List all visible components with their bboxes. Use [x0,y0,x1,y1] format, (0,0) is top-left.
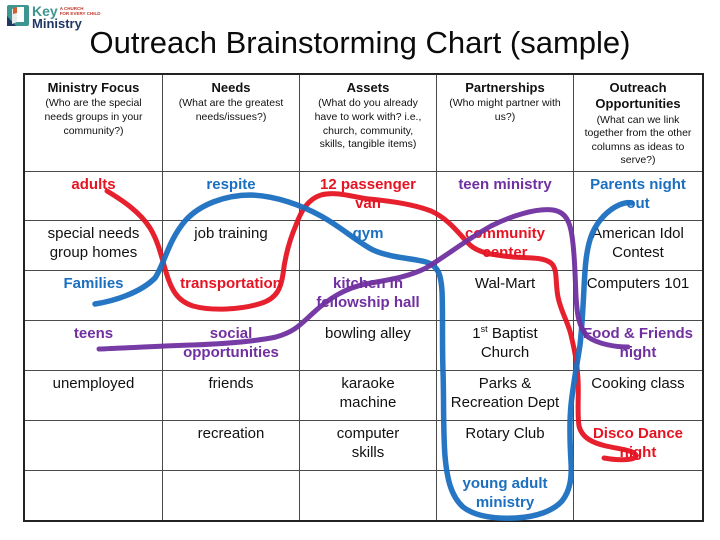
column-subtitle: (What do you already have to work with? … [314,97,422,151]
table-cell: bowling alley [300,321,437,371]
column-title: Outreach Opportunities [595,80,681,112]
table-cell: Wal-Mart [437,271,574,321]
column-title: Ministry Focus [47,80,140,95]
table-cell [25,471,163,520]
table-cell [163,471,300,520]
table-cell: teens [25,321,163,371]
table-cell: Rotary Club [437,421,574,471]
table-cell: kitchen in fellowship hall [300,271,437,321]
table-cell: Food & Friends night [574,321,702,371]
table-cell: American Idol Contest [574,221,702,271]
table-cell: social opportunities [163,321,300,371]
column-header: Partnerships (Who might partner with us?) [437,75,574,172]
table-cell: Cooking class [574,371,702,421]
table-cell: karaoke machine [300,371,437,421]
table-cell: 12 passenger van [300,172,437,221]
table-cell: gym [300,221,437,271]
table-cell: transportation [163,271,300,321]
table-cell: job training [163,221,300,271]
column-header: Assets (What do you already have to work … [300,75,437,172]
table-cell [300,471,437,520]
column-header: Needs (What are the greatest needs/issues… [163,75,300,172]
table-cell: computer skills [300,421,437,471]
column-subtitle: (What are the greatest needs/issues?) [178,97,284,123]
key-ministry-logo-icon [7,5,29,26]
table-cell: teen ministry [437,172,574,221]
table-cell: respite [163,172,300,221]
table-cell [574,471,702,520]
table-cell: friends [163,371,300,421]
brainstorming-table: Ministry Focus (Who are the special needs… [23,73,704,522]
page-title: Outreach Brainstorming Chart (sample) [89,25,631,60]
key-ministry-logo: Key A CHURCH FOR EVERY CHILD Ministry [6,4,100,30]
table-cell: recreation [163,421,300,471]
logo-brand-ministry: Ministry [32,16,82,31]
column-subtitle: (Who might partner with us?) [449,97,561,123]
table-cell: community center [437,221,574,271]
column-subtitle: (Who are the special needs groups in you… [44,97,143,137]
column-header: Ministry Focus (Who are the special needs… [25,75,163,172]
table-cell: young adult ministry [437,471,574,520]
column-title: Needs [211,80,251,95]
table-cell: 1st Baptist Church [437,321,574,371]
table-cell [25,421,163,471]
table-cell: Families [25,271,163,321]
table-cell: Parks & Recreation Dept [437,371,574,421]
table-cell: adults [25,172,163,221]
table-cell: Parents night out [574,172,702,221]
table-cell: Disco Dance night [574,421,702,471]
column-title: Assets [346,80,390,95]
logo-tagline: A CHURCH FOR EVERY CHILD [59,6,101,17]
column-title: Partnerships [465,80,545,95]
column-subtitle: (What can we link together from the othe… [584,113,692,167]
table-cell: unemployed [25,371,163,421]
table-cell: special needs group homes [25,221,163,271]
table-cell: Computers 101 [574,271,702,321]
column-header: Outreach Opportunities(What can we link … [574,75,702,172]
logo-brand-key: Key [32,3,58,19]
